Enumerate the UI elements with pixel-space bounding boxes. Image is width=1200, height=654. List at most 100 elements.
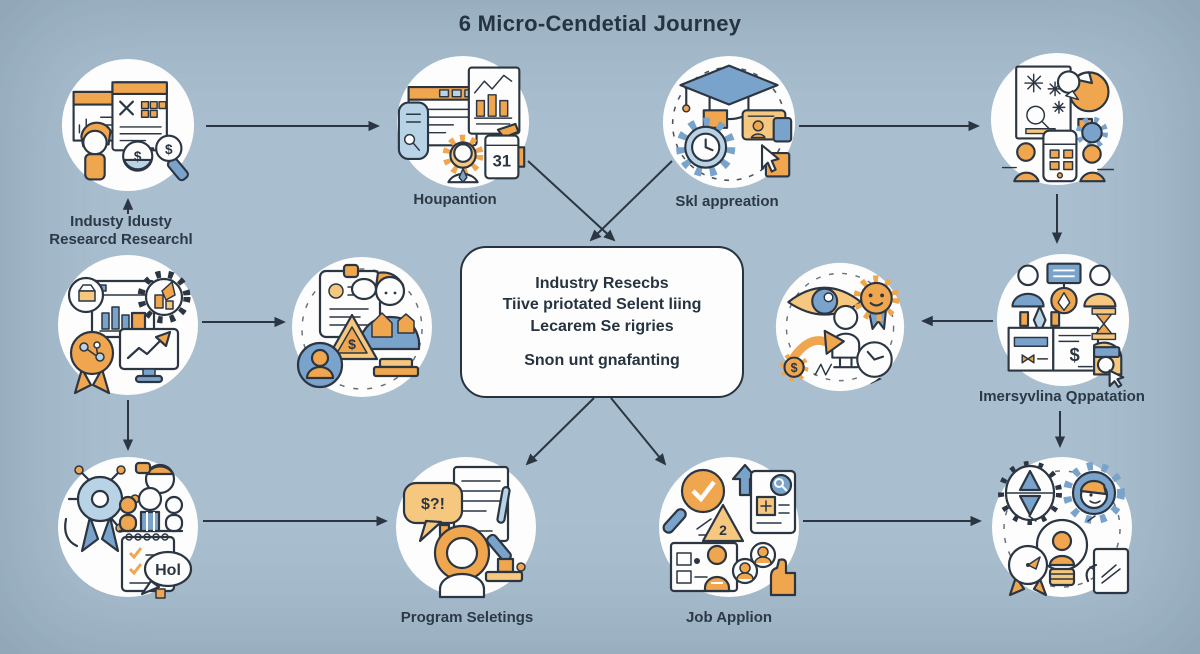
pen-icon (496, 486, 511, 524)
skl-appreation-icon (662, 55, 796, 189)
phone-connect-icon (1042, 129, 1078, 183)
evaluation-icon: $ (775, 262, 905, 392)
graduate-cursor-icon (1093, 341, 1125, 389)
meeting-people-icon (1011, 262, 1117, 315)
woman-icon (433, 524, 491, 599)
open-book-icon: $ (1007, 305, 1100, 372)
document-pen-icon (452, 465, 511, 543)
pointing-hand-icon (769, 558, 797, 597)
node-market-analytics (58, 255, 198, 395)
dashed-ring (301, 268, 423, 390)
exchange-gear-icon (998, 461, 1062, 525)
node-job-applion: 2 (659, 457, 799, 597)
center-summary-box: Industry Resecbs Tiive priotated Selent … (460, 246, 744, 398)
report-document-icon (111, 81, 168, 165)
center-line-2: Tiive priotated Selent liing (502, 296, 702, 314)
avatar-circle-icon (296, 341, 344, 389)
bubble-cost-text: $?! (421, 496, 445, 513)
books-hand-icon (372, 357, 420, 378)
dashed-ring (785, 272, 895, 382)
candidate-avatars-icon (731, 541, 777, 585)
triangle-dollar-text: $ (348, 336, 356, 352)
networking-icon (990, 52, 1124, 186)
id-card-icon (669, 541, 739, 593)
calendar-icon: 31 (484, 134, 526, 180)
coin-dollar-text: $ (134, 149, 142, 164)
science-award-icon (69, 330, 115, 395)
gear-icon (1075, 116, 1108, 149)
node-growth-ideas (992, 457, 1132, 597)
connector-lines (122, 120, 1066, 527)
node-houpantion: 31 (395, 54, 531, 190)
person-with-gear-icon (442, 134, 484, 184)
check-magnifier-icon (662, 468, 726, 534)
advisor-person-icon (350, 271, 421, 351)
calendar-day-text: 31 (493, 153, 511, 171)
cursor-icon (760, 144, 780, 173)
money-magnifier-icon: $ (155, 134, 189, 182)
hol-text: Hol (155, 562, 181, 579)
community-review-icon: Hol (58, 457, 198, 599)
page-title: 6 Micro-Cendetial Journey (458, 11, 742, 36)
pulse-line (814, 363, 833, 376)
laptop-learning-icon (741, 109, 793, 143)
box-badge-icon (67, 276, 105, 314)
houpantion-icon: 31 (396, 55, 530, 189)
dollar-gear-icon: $ (779, 352, 809, 382)
salary-warning-icon: 2 (696, 503, 745, 543)
node-networking (989, 51, 1125, 187)
connector-center-to-program (525, 397, 595, 466)
gear-dollar-text: $ (791, 361, 798, 375)
hol-speech-bubble-icon: Hol (140, 550, 193, 599)
people-group-icon (118, 461, 184, 533)
immersive-preparation-icon: $ (996, 253, 1130, 389)
growth-ideas-icon (992, 457, 1132, 597)
label-houpantion: Houpantion (413, 191, 497, 208)
node-evaluation: $ (773, 260, 907, 394)
speaking-head-icon (1056, 70, 1110, 113)
node-immersive-preparation: $ (995, 252, 1131, 389)
house-icon (397, 313, 415, 334)
label-industry-research: Industy Idusty Researcd Researchl (49, 213, 193, 249)
dashed-ring (1003, 470, 1121, 588)
offer-document-icon (749, 469, 797, 535)
node-industry-research: $ $ (60, 57, 196, 193)
tag-checklist-icon (397, 101, 430, 160)
cost-warning-triangle-icon: $ (325, 313, 379, 361)
clock-icon (856, 341, 893, 378)
face-gear-icon (1063, 462, 1125, 524)
hourglass-icon (1091, 307, 1117, 341)
coin-icon: $ (122, 140, 154, 172)
job-applion-icon: 2 (659, 457, 799, 597)
microscope-icon (484, 533, 526, 583)
center-line-3: Lecarem Se rigries (530, 317, 674, 335)
signing-document-icon (1085, 547, 1130, 595)
researcher-person-icon (80, 121, 112, 181)
label-job-applion: Job Applion (685, 609, 773, 626)
speech-bubble-icon (350, 277, 378, 301)
label-skl-appreation: Skl appreation (675, 193, 779, 210)
advisor-consult-icon: $ (292, 257, 432, 397)
center-line-1: Industry Resecbs (535, 275, 669, 293)
node-program-seletings: $?! (396, 457, 536, 599)
label-immersive-preparation: Imersyvlina Qppatation (979, 388, 1145, 405)
idea-lightbulb-icon (1025, 515, 1099, 587)
timer-award-icon (1007, 544, 1049, 597)
book-dollar-text: $ (1070, 344, 1080, 365)
industry-research-icon: $ $ (61, 58, 195, 192)
node-community-review: Hol (58, 457, 198, 599)
program-seletings-icon: $?! (396, 457, 536, 599)
node-skl-appreation (661, 54, 797, 190)
people-pair-icon (1001, 142, 1115, 183)
growth-monitor-icon (118, 327, 180, 384)
connector-skl-to-center (589, 160, 673, 242)
triangle-number-text: 2 (719, 522, 727, 538)
node-advisor-consult: $ (292, 257, 432, 397)
chart-document-icon (467, 66, 521, 139)
tie-icon (458, 167, 468, 183)
cursor-icon (1108, 369, 1125, 389)
market-analytics-icon (58, 255, 198, 395)
gear-clock-icon (676, 117, 736, 177)
